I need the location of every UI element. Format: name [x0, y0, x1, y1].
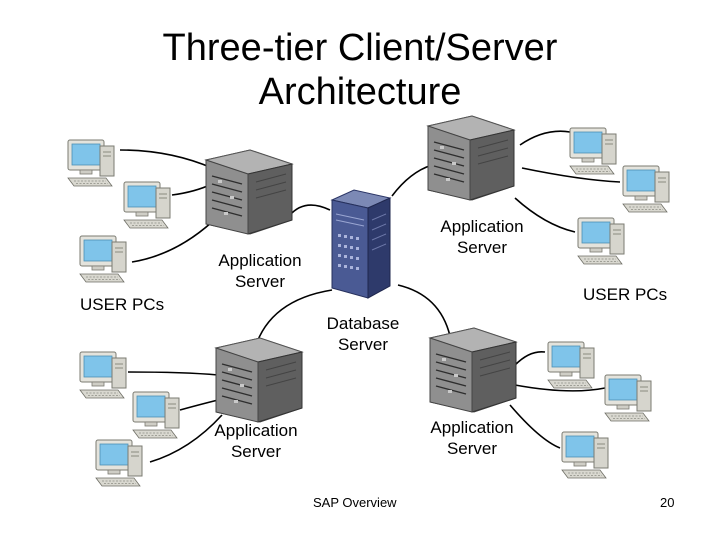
link-appserver-bottom-right-pc4 — [514, 350, 546, 366]
application-server-bottom-right — [429, 327, 517, 413]
user-pcs-left-label: USER PCs — [80, 295, 165, 314]
link-appserver-right-pc3 — [514, 197, 576, 233]
title-line-1: Three-tier Client/Server — [162, 27, 558, 69]
user-pc-left-1 — [67, 139, 115, 187]
link-db-appserver-right — [391, 164, 433, 197]
link-appserver-right-pc1 — [519, 130, 571, 146]
application-server-left-label: Application Server — [212, 250, 308, 292]
footer-text: SAP Overview — [313, 495, 397, 510]
link-appserver-right-pc2 — [521, 167, 621, 183]
label-line: Server — [456, 238, 508, 257]
user-pc-left-6 — [95, 439, 143, 487]
user-pc-right-6 — [561, 431, 609, 479]
application-server-right — [427, 115, 515, 201]
user-pc-right-1 — [569, 127, 617, 175]
user-pc-right-2 — [622, 165, 670, 213]
link-pc4-appserver-bottom-left — [127, 371, 219, 376]
label-line: Database — [326, 314, 400, 333]
link-db-appserver-bottom-right — [397, 284, 451, 337]
link-pc6-appserver-bottom-left — [149, 414, 223, 463]
label-line: Application — [430, 418, 514, 437]
label-line: Application — [440, 217, 524, 236]
database-server — [331, 189, 391, 299]
label-line: Application — [218, 251, 302, 270]
user-pc-right-5 — [604, 374, 652, 422]
label-line: Server — [230, 442, 282, 461]
label-line: Server — [337, 335, 389, 354]
page-number: 20 — [660, 495, 675, 510]
user-pc-right-4 — [547, 341, 595, 389]
link-appserver-bottom-right-pc6 — [509, 404, 561, 449]
connection-lines — [119, 130, 621, 463]
link-appserver-bottom-right-pc5 — [514, 384, 606, 392]
user-pc-right-3 — [577, 217, 625, 265]
label-line: Server — [446, 439, 498, 458]
database-server-label: Database Server — [318, 313, 408, 355]
user-pc-left-3 — [79, 235, 127, 283]
user-pc-left-2 — [123, 181, 171, 229]
application-server-left — [205, 149, 293, 235]
application-server-right-label: Application Server — [434, 216, 530, 258]
link-pc1-appserver-left — [119, 149, 213, 169]
user-pcs-right-label: USER PCs — [583, 285, 668, 304]
user-pc-left-4 — [79, 351, 127, 399]
application-server-bottom-right-label: Application Server — [424, 417, 520, 459]
link-appserver-left-db — [289, 204, 331, 216]
application-server-bottom-left — [215, 337, 303, 423]
label-line: Server — [234, 272, 286, 291]
label-line: Application — [214, 421, 298, 440]
slide-title: Three-tier Client/Server Architecture — [0, 26, 720, 114]
link-pc5-appserver-bottom-left — [179, 399, 219, 411]
title-line-2: Architecture — [258, 71, 462, 113]
link-pc3-appserver-left — [131, 221, 213, 263]
application-server-bottom-left-label: Application Server — [208, 420, 304, 462]
user-pc-left-5 — [132, 391, 180, 439]
